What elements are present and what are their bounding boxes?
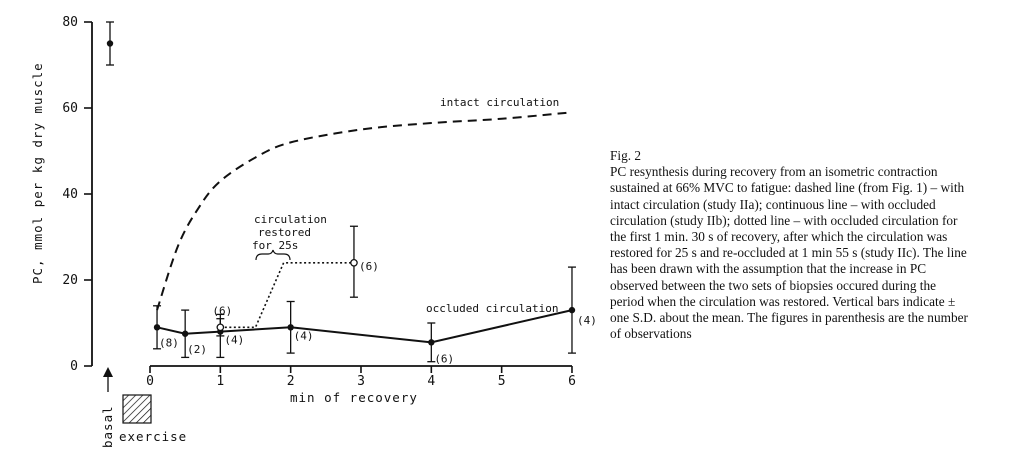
annotation-occluded-circulation: occluded circulation [426,302,558,315]
y-ticks: 0 20 40 60 80 [62,15,92,374]
x-tick-label-4: 4 [427,374,435,389]
occluded-n-label-3: (4) [294,329,314,342]
y-tick-label-80: 80 [62,15,78,30]
series-restored-line [220,262,354,329]
x-axis-label: min of recovery [290,390,418,405]
occluded-point-4 [428,339,435,346]
occluded-n-label-5: (4) [577,314,597,327]
basal-label: basal [100,405,115,448]
x-tick-label-0: 0 [146,374,154,389]
annotation-intact-circulation: intact circulation [440,96,559,109]
caption-text: PC resynthesis during recovery from an i… [610,164,968,342]
y-axis-label: PC, mmol per kg dry muscle [30,62,45,284]
x-tick-label-3: 3 [357,374,365,389]
annotation-restored-line-1: circulation [254,213,327,226]
data-points [106,40,576,346]
series-intact-line [156,111,573,311]
occluded-n-label-4: (6) [434,352,454,365]
exercise-label: exercise [119,429,187,444]
pc-recovery-chart: 0 20 40 60 80 0 1 2 3 4 5 6 PC, mmol per kg dry mu… [30,15,597,448]
series-occluded-line [156,309,573,344]
restored-n-label-3: (6) [359,260,379,273]
occluded-point-3 [287,324,294,331]
exercise-hatched-box [122,394,152,424]
restored-point-0 [216,323,225,332]
basal-point [106,40,114,47]
occluded-point-1 [181,330,189,337]
annotation-restored-line-2: restored [258,226,311,239]
x-ticks: 0 1 2 3 4 5 6 [146,366,576,389]
basal-arrow-head [103,367,113,377]
y-tick-label-0: 0 [70,359,78,374]
annotation-restored-line-3: for 25s [252,239,298,252]
occluded-n-label-0: (8) [159,336,179,349]
restored-n-label-0: (6) [212,304,232,317]
n-labels: (8) (2) (4) (4) (6) (4) (6) (6) [159,260,597,366]
y-tick-label-60: 60 [62,101,78,116]
occluded-point-0 [153,324,161,331]
x-tick-label-2: 2 [287,374,295,389]
occluded-point-5 [568,306,576,314]
x-tick-label-6: 6 [568,374,576,389]
figure-caption: Fig. 2 PC resynthesis during recovery fr… [610,148,970,342]
occluded-n-label-1: (2) [187,343,207,356]
caption-figure-number: Fig. 2 [610,148,642,163]
x-tick-label-5: 5 [498,374,506,389]
occluded-n-label-2: (4) [224,334,244,347]
restored-point-3 [350,258,358,267]
x-tick-label-1: 1 [216,374,224,389]
restored-brace [255,249,291,261]
y-tick-label-20: 20 [62,273,78,288]
y-tick-label-40: 40 [62,187,78,202]
